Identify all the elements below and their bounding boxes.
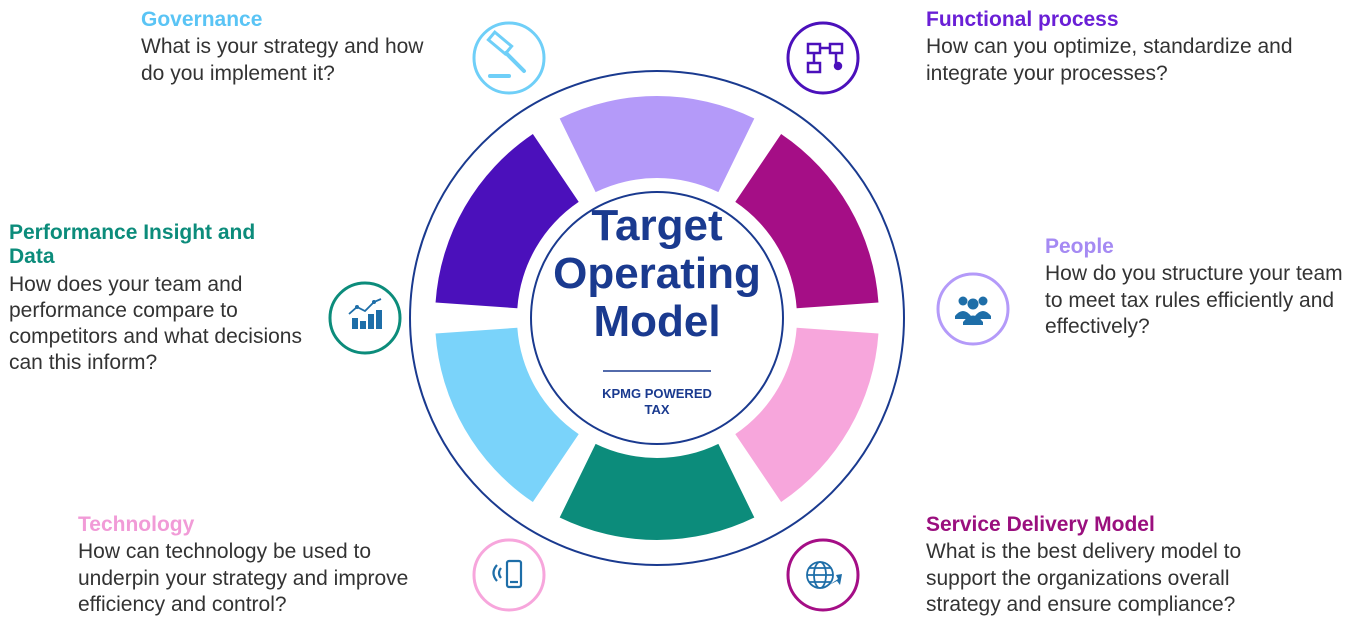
functional-process-block: Functional process How can you optimize,… xyxy=(926,8,1326,87)
center-title-line: Operating xyxy=(553,249,761,298)
outer-ring xyxy=(409,70,905,566)
mobile-phone-icon xyxy=(492,559,523,589)
gavel-icon xyxy=(486,29,526,78)
technology-title: Technology xyxy=(78,513,195,536)
service-delivery-icon-badge[interactable] xyxy=(786,538,860,612)
governance-title: Governance xyxy=(141,8,263,31)
technology-description: How can technology be used to underpin y… xyxy=(78,540,409,616)
people-block: People How do you structure your team to… xyxy=(1045,235,1350,340)
segment-service-delivery[interactable] xyxy=(735,133,879,309)
performance-block: Performance Insight and Data How does yo… xyxy=(9,221,309,376)
performance-title: Performance Insight and Data xyxy=(9,221,256,269)
segment-functional-process[interactable] xyxy=(435,133,579,309)
center-title-line: Target xyxy=(591,201,723,250)
functional-process-icon-badge[interactable] xyxy=(786,21,860,95)
technology-icon-badge[interactable] xyxy=(472,538,546,612)
center-subtitle: KPMG POWERED TAX xyxy=(577,386,737,418)
technology-block: Technology How can technology be used to… xyxy=(78,513,458,618)
segment-governance[interactable] xyxy=(435,327,579,503)
people-title: People xyxy=(1045,235,1114,258)
people-icon-badge[interactable] xyxy=(936,272,1010,346)
center-title: Target Operating Model xyxy=(527,202,787,346)
center-subtitle-line: TAX xyxy=(644,402,670,417)
inner-disc xyxy=(530,191,784,445)
globe-arrow-icon xyxy=(806,561,842,589)
performance-icon-badge[interactable] xyxy=(328,281,402,355)
functional-process-title: Functional process xyxy=(926,8,1119,31)
governance-icon-badge[interactable] xyxy=(472,21,546,95)
center-title-line: Model xyxy=(593,297,721,346)
people-description: How do you structure your team to meet t… xyxy=(1045,262,1343,338)
governance-description: What is your strategy and how do you imp… xyxy=(141,35,424,85)
service-delivery-title: Service Delivery Model xyxy=(926,513,1155,536)
center-subtitle-line: KPMG POWERED xyxy=(602,386,712,401)
service-delivery-block: Service Delivery Model What is the best … xyxy=(926,513,1336,618)
performance-description: How does your team and performance compa… xyxy=(9,272,302,375)
flowchart-icon xyxy=(806,42,844,74)
segment-performance-insight[interactable] xyxy=(559,443,755,540)
segment-people[interactable] xyxy=(559,95,755,193)
chart-trend-icon xyxy=(348,298,382,329)
wheel-segments xyxy=(435,95,879,540)
functional-process-description: How can you optimize, standardize and in… xyxy=(926,35,1293,85)
segment-technology[interactable] xyxy=(735,327,879,503)
service-delivery-description: What is the best delivery model to suppo… xyxy=(926,540,1242,616)
people-icon xyxy=(955,296,991,325)
governance-block: Governance What is your strategy and how… xyxy=(141,8,461,87)
